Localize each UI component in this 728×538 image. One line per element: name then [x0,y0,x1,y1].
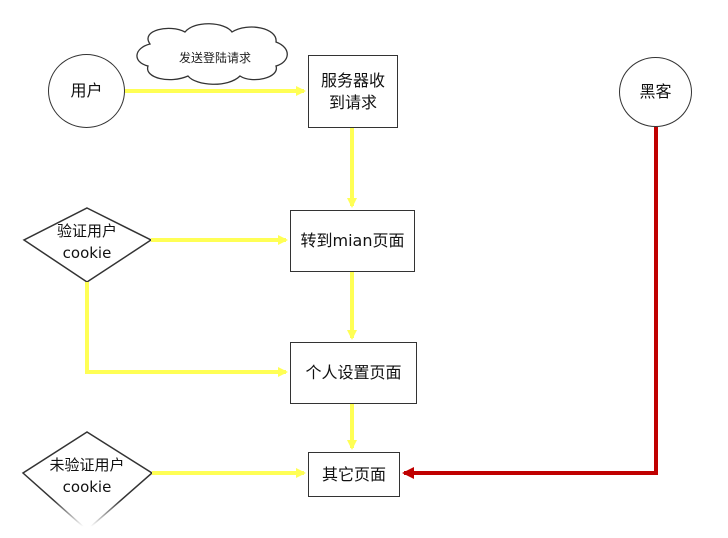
cloud-label: 发送登陆请求 [178,51,251,65]
main-page-node: 转到mian页面 [290,210,415,272]
server-label: 服务器收 到请求 [320,70,385,112]
main-page-label: 转到mian页面 [300,231,405,250]
bottom-fade [40,500,150,538]
personal-settings-node: 个人设置页面 [290,342,417,404]
other-pages-label: 其它页面 [321,464,386,484]
hacker-node: 黑客 [619,57,692,127]
user-node: 用户 [48,54,125,128]
personal-settings-label: 个人设置页面 [305,363,402,382]
user-label: 用户 [70,81,103,100]
speech-cloud [136,23,288,85]
other-pages-node: 其它页面 [308,452,400,497]
arrow-verified-to-settings [85,282,288,377]
server-node: 服务器收 到请求 [308,55,398,128]
arrow-hacker-to-other [402,127,658,479]
hacker-label: 黑客 [639,82,672,101]
verified-cookie-diamond [22,207,153,283]
